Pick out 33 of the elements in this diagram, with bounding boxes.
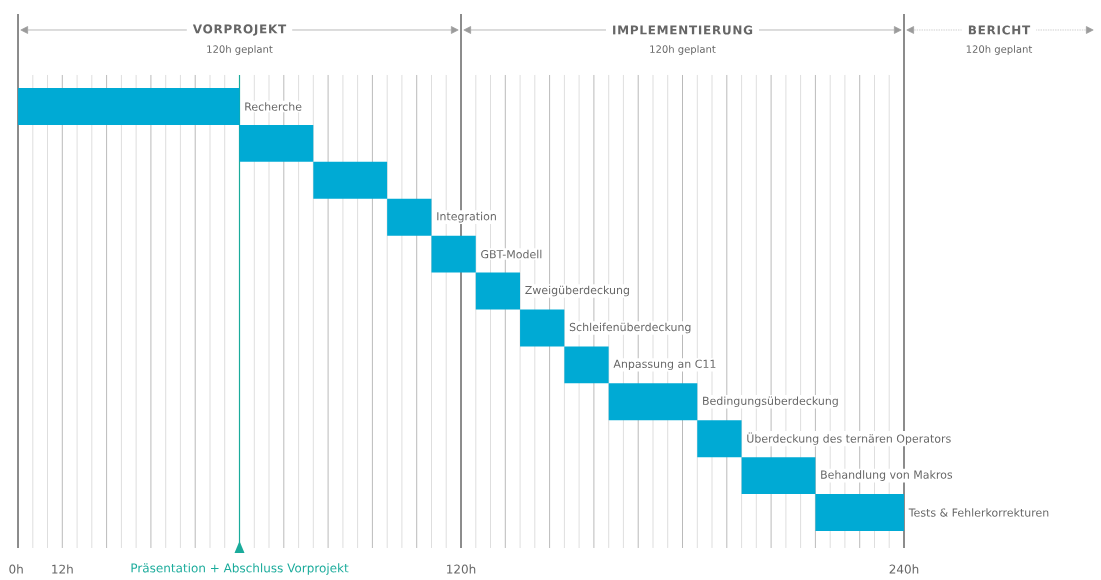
task-bar: Schleifenüberdeckung xyxy=(520,309,693,347)
task-bar: Bedingungsüberdeckung xyxy=(608,383,841,421)
task-bar: Integration xyxy=(387,198,499,236)
node-label: GBT-Modell xyxy=(481,249,542,259)
milestone-label: Präsentation + Abschluss Vorprojekt xyxy=(131,563,349,575)
node-label: Recherche xyxy=(245,102,302,111)
phase-title: BERICHT xyxy=(961,19,1037,41)
task-bar: GBT-Modell xyxy=(431,235,544,273)
node-label: Tests & Fehlerkorrekturen xyxy=(908,508,1049,517)
node-label: Behandlung von Makros xyxy=(821,470,953,481)
node-label: Bedingungsüberdeckung xyxy=(703,396,838,408)
planned-hours: 120h geplant xyxy=(650,45,716,55)
task-bar: Recherche xyxy=(18,88,304,125)
node-label: Überdeckung des ternären Operators xyxy=(747,432,951,445)
node-label: Integration xyxy=(437,211,496,223)
task-bar: Überdeckung des ternären Operators xyxy=(697,420,953,458)
axis-label: 240h xyxy=(889,564,919,574)
axis-label: 120h xyxy=(447,564,476,574)
node-label: Schleifenüberdeckung xyxy=(569,322,691,334)
task-bar: Zweigüberdeckung xyxy=(475,272,632,310)
phase-title: VORPROJEKT xyxy=(186,18,293,42)
task-bar xyxy=(313,161,388,199)
axis-label: 0h xyxy=(9,564,23,574)
task-bar: Behandlung von Makros xyxy=(741,457,955,495)
axis-label: 12h xyxy=(52,564,73,574)
planned-hours: 120h geplant xyxy=(207,45,273,55)
node-label: Anpassung an C11 xyxy=(613,359,716,371)
task-bar: Tests & Fehlerkorrekturen xyxy=(815,494,1051,531)
task-bar xyxy=(239,124,314,162)
task-bar: Anpassung an C11 xyxy=(564,346,718,384)
node-label: Zweigüberdeckung xyxy=(525,285,629,297)
planned-hours: 120h geplant xyxy=(966,45,1033,55)
phase-title: IMPLEMENTIERUNG xyxy=(606,19,759,41)
